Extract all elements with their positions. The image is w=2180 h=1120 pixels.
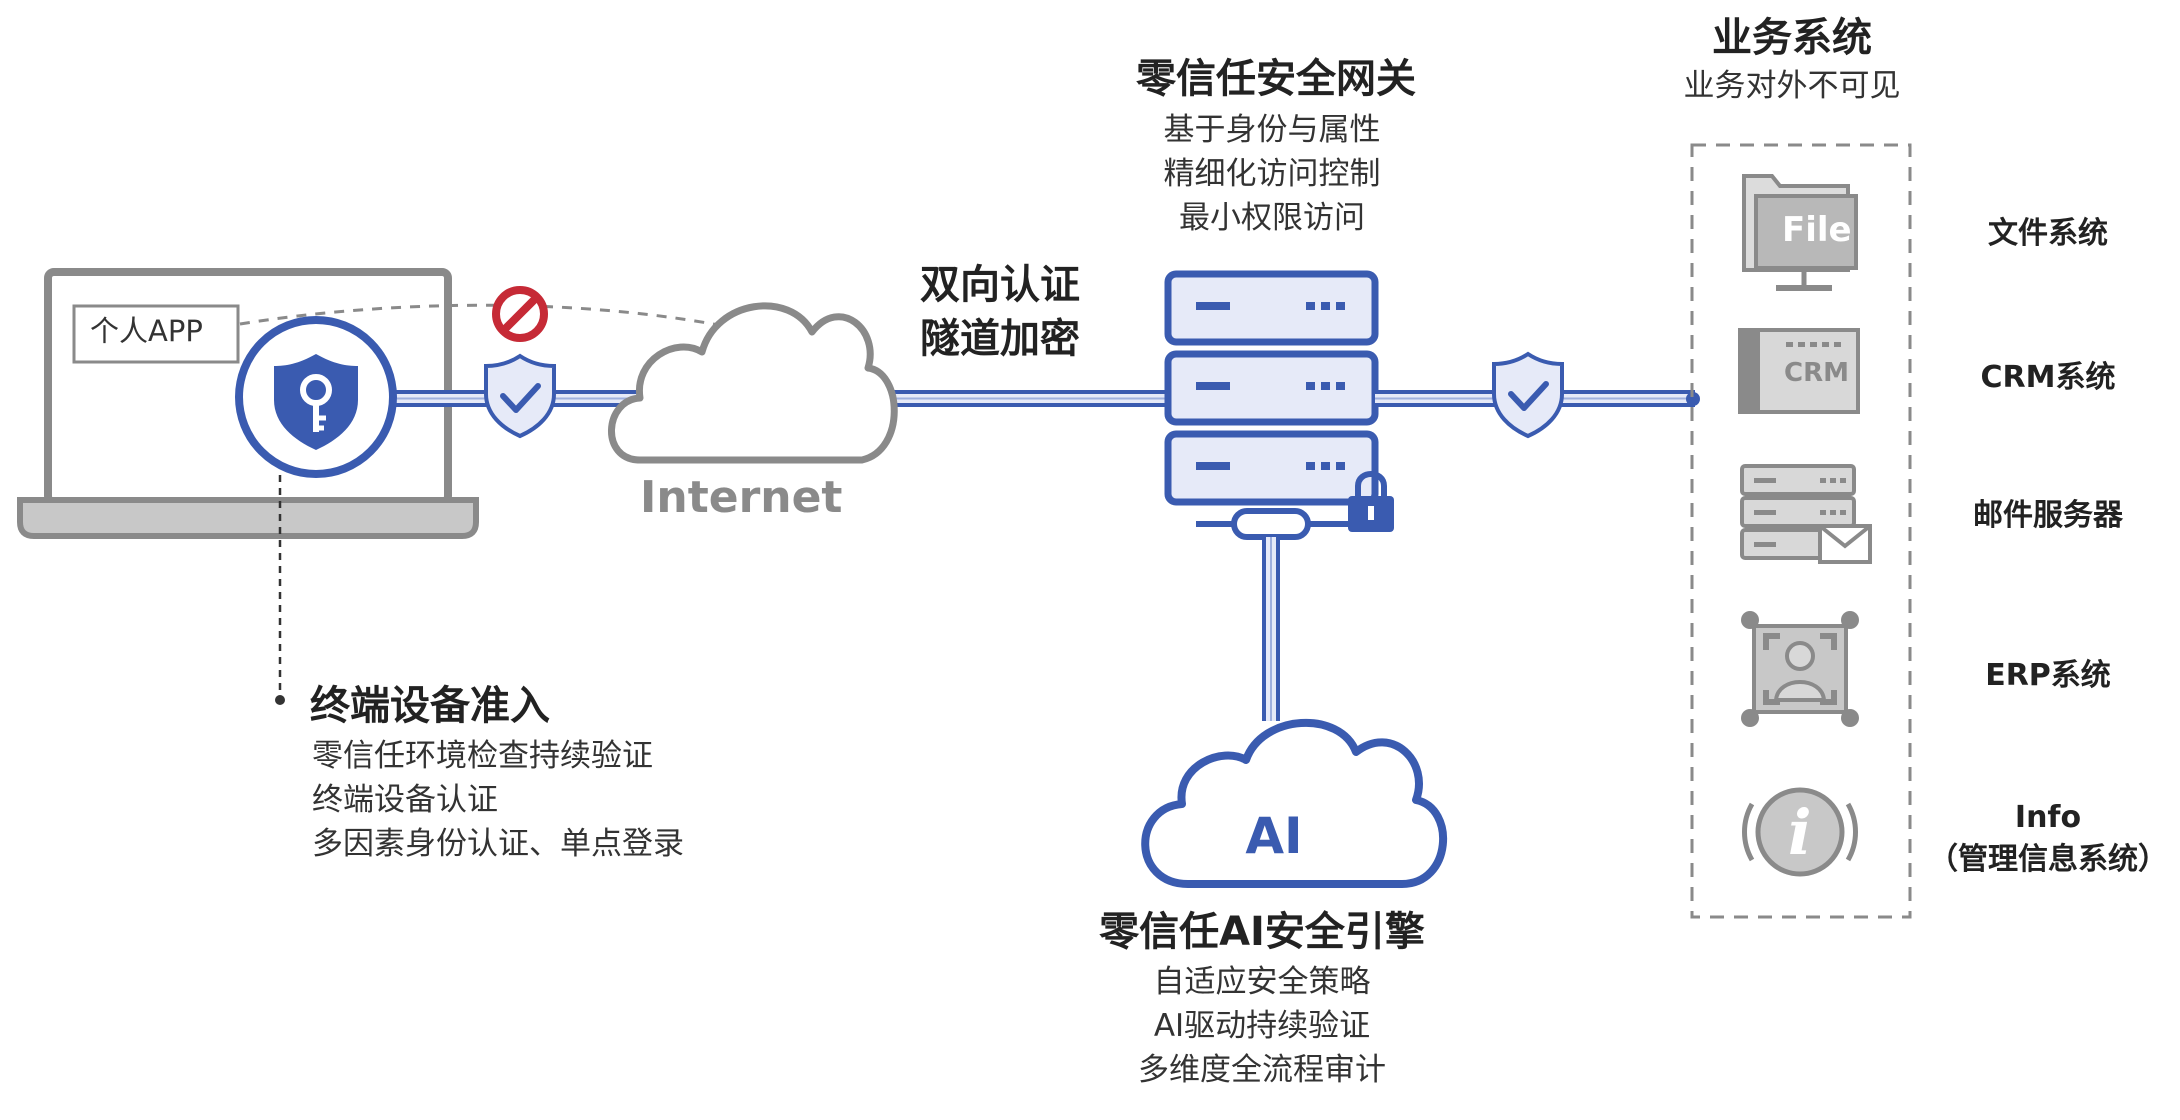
business-subtitle: 业务对外不可见 — [1683, 68, 1901, 104]
tunnel-label-line2: 隧道加密 — [920, 316, 1080, 362]
ai-cloud-label: AI — [1245, 807, 1303, 865]
endpoint-title: 终端设备准入 — [310, 683, 550, 729]
info-icon-text: i — [1788, 796, 1812, 869]
system-label-info: Info — [2014, 800, 2082, 835]
ai-engine-line-2: AI驱动持续验证 — [1153, 1008, 1371, 1044]
gateway-line-3: 最小权限访问 — [1179, 200, 1365, 236]
shield-check-icon-left — [484, 353, 556, 439]
gateway-line-1: 基于身份与属性 — [1163, 112, 1381, 148]
tunnel-label-line1: 双向认证 — [920, 262, 1080, 308]
padlock-icon — [1348, 471, 1394, 532]
file-icon-text: File — [1782, 210, 1852, 250]
ai-engine-title: 零信任AI安全引擎 — [1099, 909, 1425, 955]
system-label-mail: 邮件服务器 — [1973, 498, 2123, 533]
blocked-icon — [492, 286, 548, 342]
endpoint-line-2: 终端设备认证 — [312, 782, 498, 818]
ai-engine-line-3: 多维度全流程审计 — [1138, 1052, 1386, 1088]
system-label-crm: CRM系统 — [1980, 360, 2116, 395]
internet-cloud-icon — [608, 302, 898, 464]
endpoint-dot — [275, 695, 285, 705]
blocked-path-arrow — [239, 303, 746, 332]
business-title: 业务系统 — [1712, 15, 1872, 61]
info-icon — [1742, 787, 1858, 877]
shield-check-icon-right — [1492, 351, 1564, 439]
app-label: 个人APP — [90, 314, 203, 348]
endpoint-line-1: 零信任环境检查持续验证 — [312, 738, 653, 774]
endpoint-line-3: 多因素身份认证、单点登录 — [312, 826, 684, 862]
system-label-erp: ERP系统 — [1985, 658, 2111, 693]
crm-window-icon — [1738, 328, 1860, 414]
file-monitor-icon — [1742, 174, 1858, 291]
erp-user-icon — [1741, 611, 1859, 727]
mail-server-icon — [1740, 464, 1872, 564]
app-label-box — [72, 304, 240, 364]
shield-key-icon — [235, 316, 397, 478]
crm-icon-text: CRM — [1784, 358, 1849, 388]
gateway-title: 零信任安全网关 — [1136, 56, 1416, 102]
ai-cloud-icon — [1141, 719, 1448, 888]
system-label-info-sub: （管理信息系统） — [1928, 842, 2168, 877]
gateway-server-icon — [1164, 270, 1379, 540]
gateway-line-2: 精细化访问控制 — [1163, 156, 1381, 192]
ai-engine-line-1: 自适应安全策略 — [1153, 964, 1371, 1000]
internet-label: Internet — [640, 472, 843, 523]
system-label-file: 文件系统 — [1988, 216, 2108, 251]
business-systems-box — [1690, 143, 1912, 919]
gateway-ai-link — [1262, 537, 1280, 721]
